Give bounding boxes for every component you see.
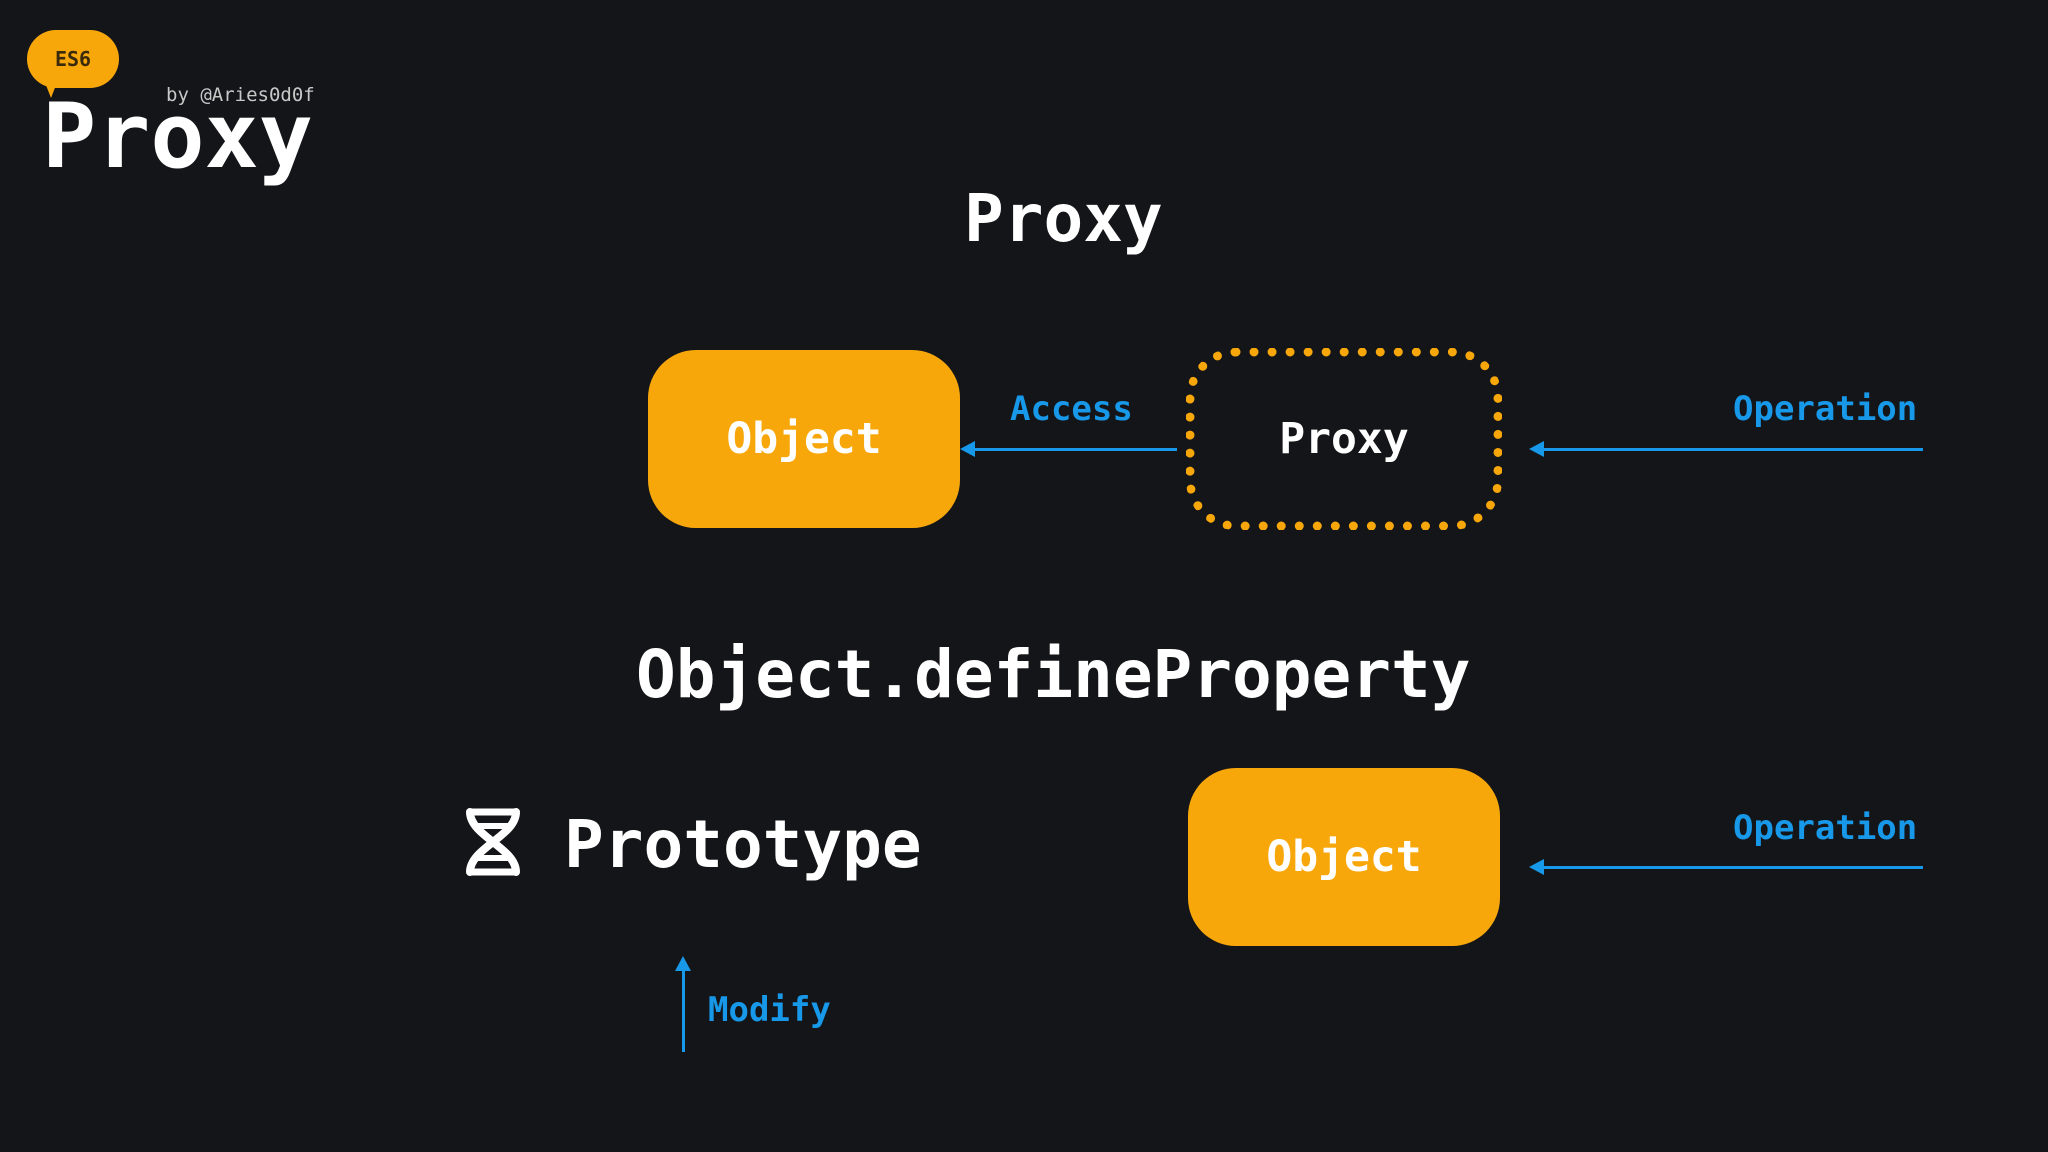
- proxy-box-label: Proxy: [1279, 414, 1409, 464]
- access-arrow-line: [974, 448, 1177, 451]
- operation-label-bottom: Operation: [1733, 808, 1918, 848]
- object-box-label: Object: [726, 414, 882, 464]
- operation-arrow-line-bottom: [1543, 866, 1923, 869]
- operation-arrow-head-top: [1529, 441, 1544, 457]
- modify-arrow-line: [682, 970, 685, 1052]
- author-credit: by @Aries0d0f: [166, 84, 315, 106]
- proxy-box: Proxy: [1186, 348, 1502, 530]
- dna-icon: [466, 808, 520, 876]
- define-property-title: Object.defineProperty: [636, 636, 1471, 713]
- operation-label-top: Operation: [1733, 389, 1918, 429]
- modify-arrow-head: [675, 956, 691, 971]
- object-box-define: Object: [1188, 768, 1500, 946]
- badge-tail: [44, 80, 58, 98]
- access-arrow-head: [960, 441, 975, 457]
- operation-arrow-head-bottom: [1529, 859, 1544, 875]
- proxy-section-title: Proxy: [964, 180, 1163, 257]
- access-label: Access: [1010, 389, 1133, 429]
- object-box-define-label: Object: [1266, 832, 1422, 882]
- slide-title: Proxy: [42, 84, 313, 189]
- operation-arrow-line-top: [1543, 448, 1923, 451]
- es6-badge: ES6: [27, 30, 119, 88]
- modify-label: Modify: [708, 990, 831, 1030]
- prototype-label: Prototype: [564, 806, 922, 883]
- object-box: Object: [648, 350, 960, 528]
